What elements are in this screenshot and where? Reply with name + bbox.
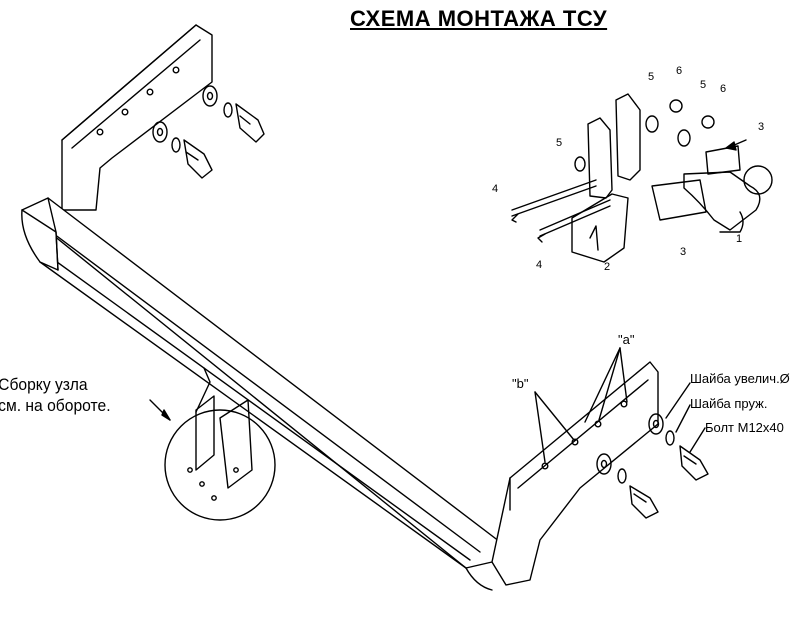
hole-label-a: "a" [618, 332, 635, 347]
right-bracket [491, 361, 659, 586]
assembly-note-line1: Сборку узла [0, 375, 88, 394]
part-number: 3 [758, 121, 764, 133]
part-number: 5 [556, 137, 562, 149]
callout-spring-washer: Шайба пруж. [690, 396, 767, 411]
callout-bolt: Болт М12х40 [705, 420, 784, 435]
hole-label-b: "b" [512, 376, 529, 391]
part-number: 2 [604, 261, 610, 273]
part-number: 6 [676, 65, 682, 77]
right-bolt-set [596, 413, 709, 519]
left-bracket [61, 24, 213, 211]
part-number: 4 [492, 183, 498, 195]
exploded-assembly [511, 93, 773, 263]
part-number: 5 [700, 79, 706, 91]
part-number: 4 [536, 259, 542, 271]
part-number-labels: 1 2 3 3 4 4 5 5 5 6 6 [492, 65, 764, 273]
part-number: 6 [720, 83, 726, 95]
assembly-note-line2: см. на обороте. [0, 396, 111, 415]
crossbar-tube [21, 197, 509, 591]
part-number: 3 [680, 246, 686, 258]
assembly-note: Сборку узла см. на обороте. [0, 374, 111, 416]
part-number: 5 [648, 71, 654, 83]
detail-circle [149, 367, 276, 521]
left-bolt-set [152, 85, 265, 179]
hole-pointers [534, 347, 706, 463]
callout-large-washer: Шайба увелич.Ø [690, 371, 790, 386]
page-title: СХЕМА МОНТАЖА ТСУ [350, 6, 608, 31]
part-number: 1 [736, 233, 742, 245]
